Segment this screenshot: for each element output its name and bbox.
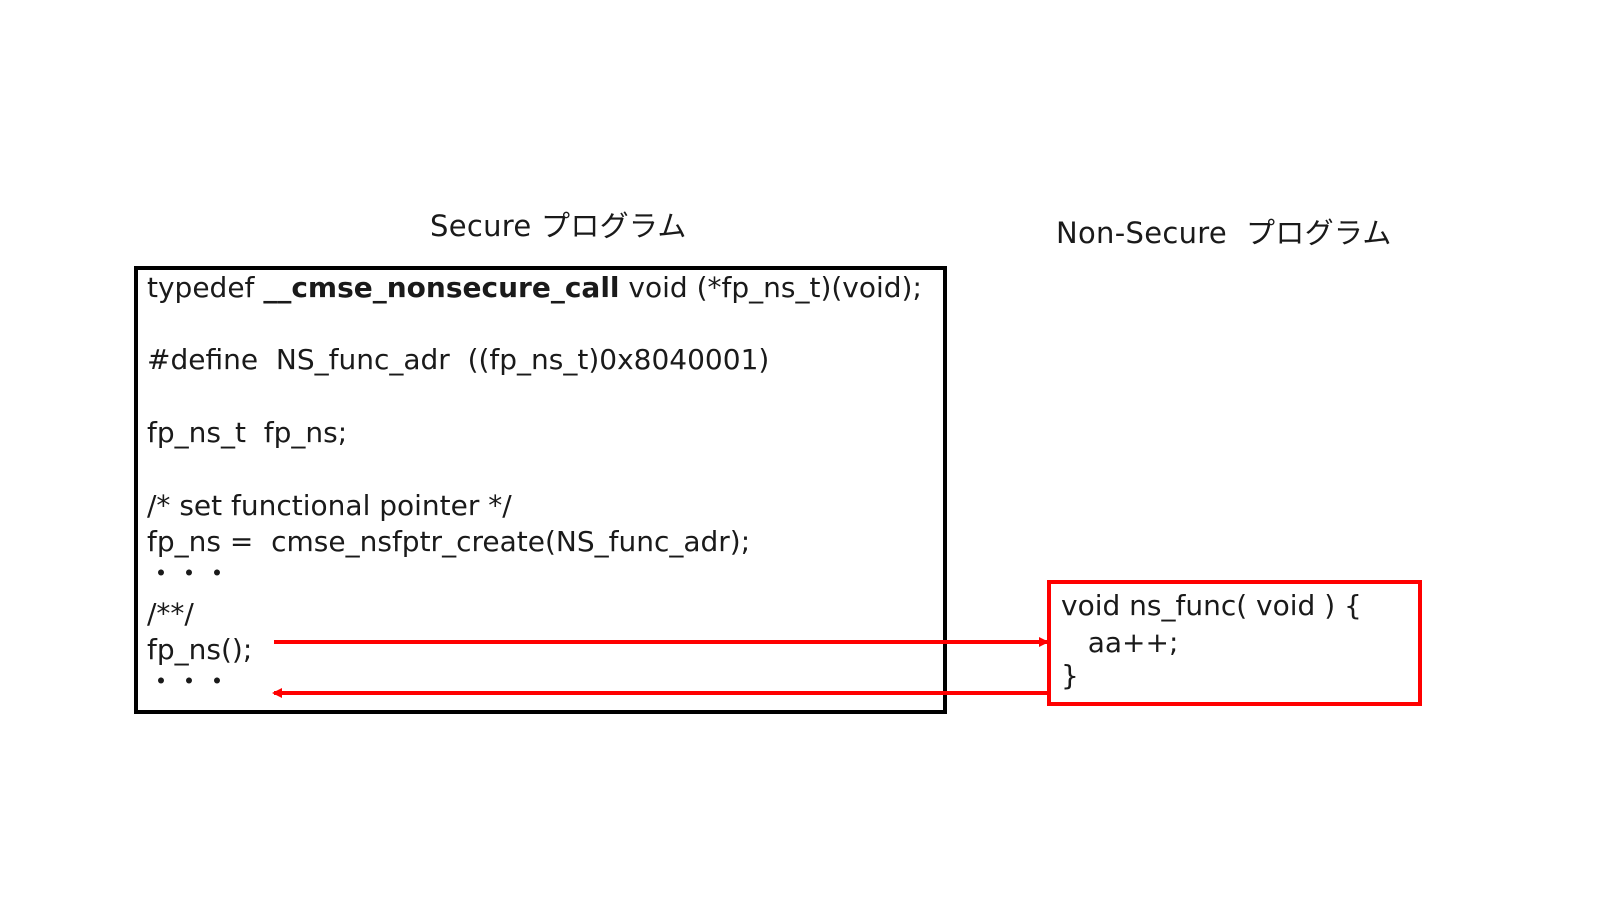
typedef-signature: void (*fp_ns_t)(void); [619,271,922,304]
assignment-line: fp_ns = cmse_nsfptr_create(NS_func_adr); [147,525,751,558]
function-call-line: fp_ns(); [147,633,253,666]
ns-func-body-line: aa++; [1061,626,1179,659]
ellipsis-dots-1: ・・・ [147,557,232,590]
typedef-line: typedef __cmse_nonsecure_call void (*fp_… [147,274,922,302]
typedef-keyword: typedef [147,271,264,304]
nonsecure-program-heading: Non-Secure プログラム [1056,216,1392,250]
secure-code-box [134,266,947,714]
cmse-nonsecure-call-keyword: __cmse_nonsecure_call [263,271,620,304]
nonsecure-code-box [1047,580,1422,706]
ns-func-signature-line: void ns_func( void ) { [1061,589,1362,622]
declaration-line: fp_ns_t fp_ns; [147,416,348,449]
comment-line: /* set functional pointer */ [147,489,512,522]
define-line: #define NS_func_adr ((fp_ns_t)0x8040001) [147,343,770,376]
ellipsis-dots-2: ・・・ [147,665,232,698]
ns-func-close-line: } [1061,659,1079,692]
empty-comment-line: /**/ [147,597,194,630]
secure-program-heading: Secure プログラム [430,209,687,243]
